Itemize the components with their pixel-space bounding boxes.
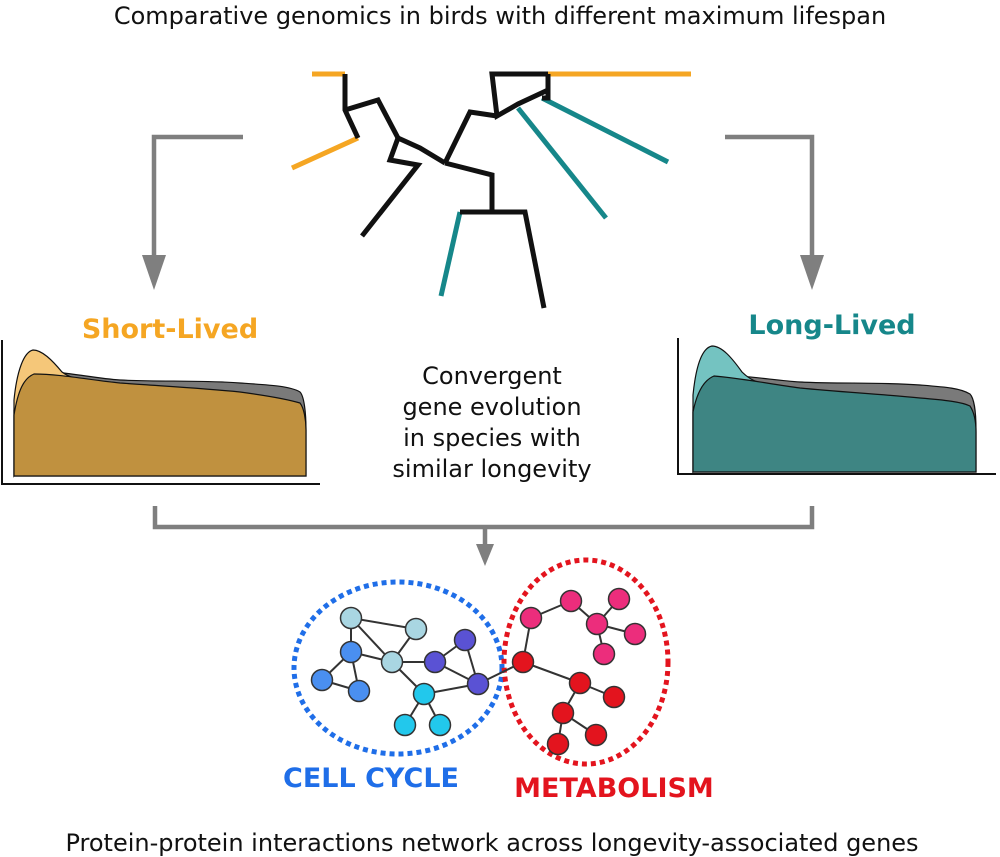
tree-node-right-upper — [542, 74, 551, 101]
arrows-top — [151, 134, 815, 262]
network-node — [380, 650, 404, 674]
bracket-merge — [152, 506, 815, 530]
phylogenetic-tree — [290, 71, 691, 309]
network-node — [511, 650, 535, 674]
top-title: Comparative genomics in birds with diffe… — [114, 2, 886, 30]
network-node — [393, 713, 417, 737]
network-node — [623, 622, 647, 646]
arrow-to-short-lived — [151, 134, 243, 262]
network-node — [339, 606, 363, 630]
network-node — [453, 628, 477, 652]
arrowhead-left — [142, 255, 166, 290]
tree-branch-long-1 — [540, 95, 670, 165]
network-node — [546, 732, 570, 756]
network-node — [339, 640, 363, 664]
network-node — [466, 672, 490, 696]
bottom-caption: Protein-protein interactions network acr… — [65, 829, 918, 857]
arrow-to-long-lived — [725, 134, 815, 262]
tree-node-center-link — [442, 109, 498, 165]
network-node — [428, 713, 452, 737]
tree-node-bottom — [460, 209, 547, 309]
network-node — [347, 679, 371, 703]
network-node — [607, 587, 631, 611]
center-text: Convergent gene evolution in species wit… — [392, 362, 591, 483]
metabolism-label: METABOLISM — [514, 773, 714, 804]
short-lived-title: Short-Lived — [82, 314, 258, 345]
cell-cycle-label: CELL CYCLE — [283, 763, 459, 794]
network-node — [584, 723, 608, 747]
network-node — [404, 617, 428, 641]
center-text-line-3: in species with — [403, 424, 581, 452]
long-lived-main-density — [692, 375, 977, 473]
short-lived-main-density — [13, 373, 307, 477]
long-lived-title: Long-Lived — [748, 310, 915, 341]
tree-node-left-join — [396, 135, 447, 166]
network-node — [551, 701, 575, 725]
tree-branch-short-mid-left — [290, 135, 360, 171]
tree-node-root — [444, 160, 495, 212]
center-text-line-1: Convergent — [422, 362, 562, 390]
network-node — [423, 650, 447, 674]
arrowhead-right — [800, 255, 824, 290]
tree-node-left-inner — [360, 137, 423, 238]
network-nodes — [310, 587, 647, 756]
short-lived-density-plot — [1, 340, 320, 485]
network-node — [559, 589, 583, 613]
network-node — [602, 685, 626, 709]
arrowhead-network — [476, 544, 494, 566]
network-node — [412, 682, 436, 706]
tree-branch-long-3 — [438, 211, 463, 297]
network-node — [592, 642, 616, 666]
long-lived-density-plot — [677, 338, 996, 475]
network-node — [585, 612, 609, 636]
arrows-bottom — [152, 506, 815, 548]
tree-node-left-arc — [344, 97, 401, 140]
network-node — [519, 606, 543, 630]
tree-branch-long-2 — [516, 106, 608, 220]
center-text-line-2: gene evolution — [402, 393, 581, 421]
network-node — [310, 668, 334, 692]
center-text-line-4: similar longevity — [392, 455, 591, 483]
network-node — [568, 671, 592, 695]
metabolism-cluster-outline — [501, 557, 671, 767]
